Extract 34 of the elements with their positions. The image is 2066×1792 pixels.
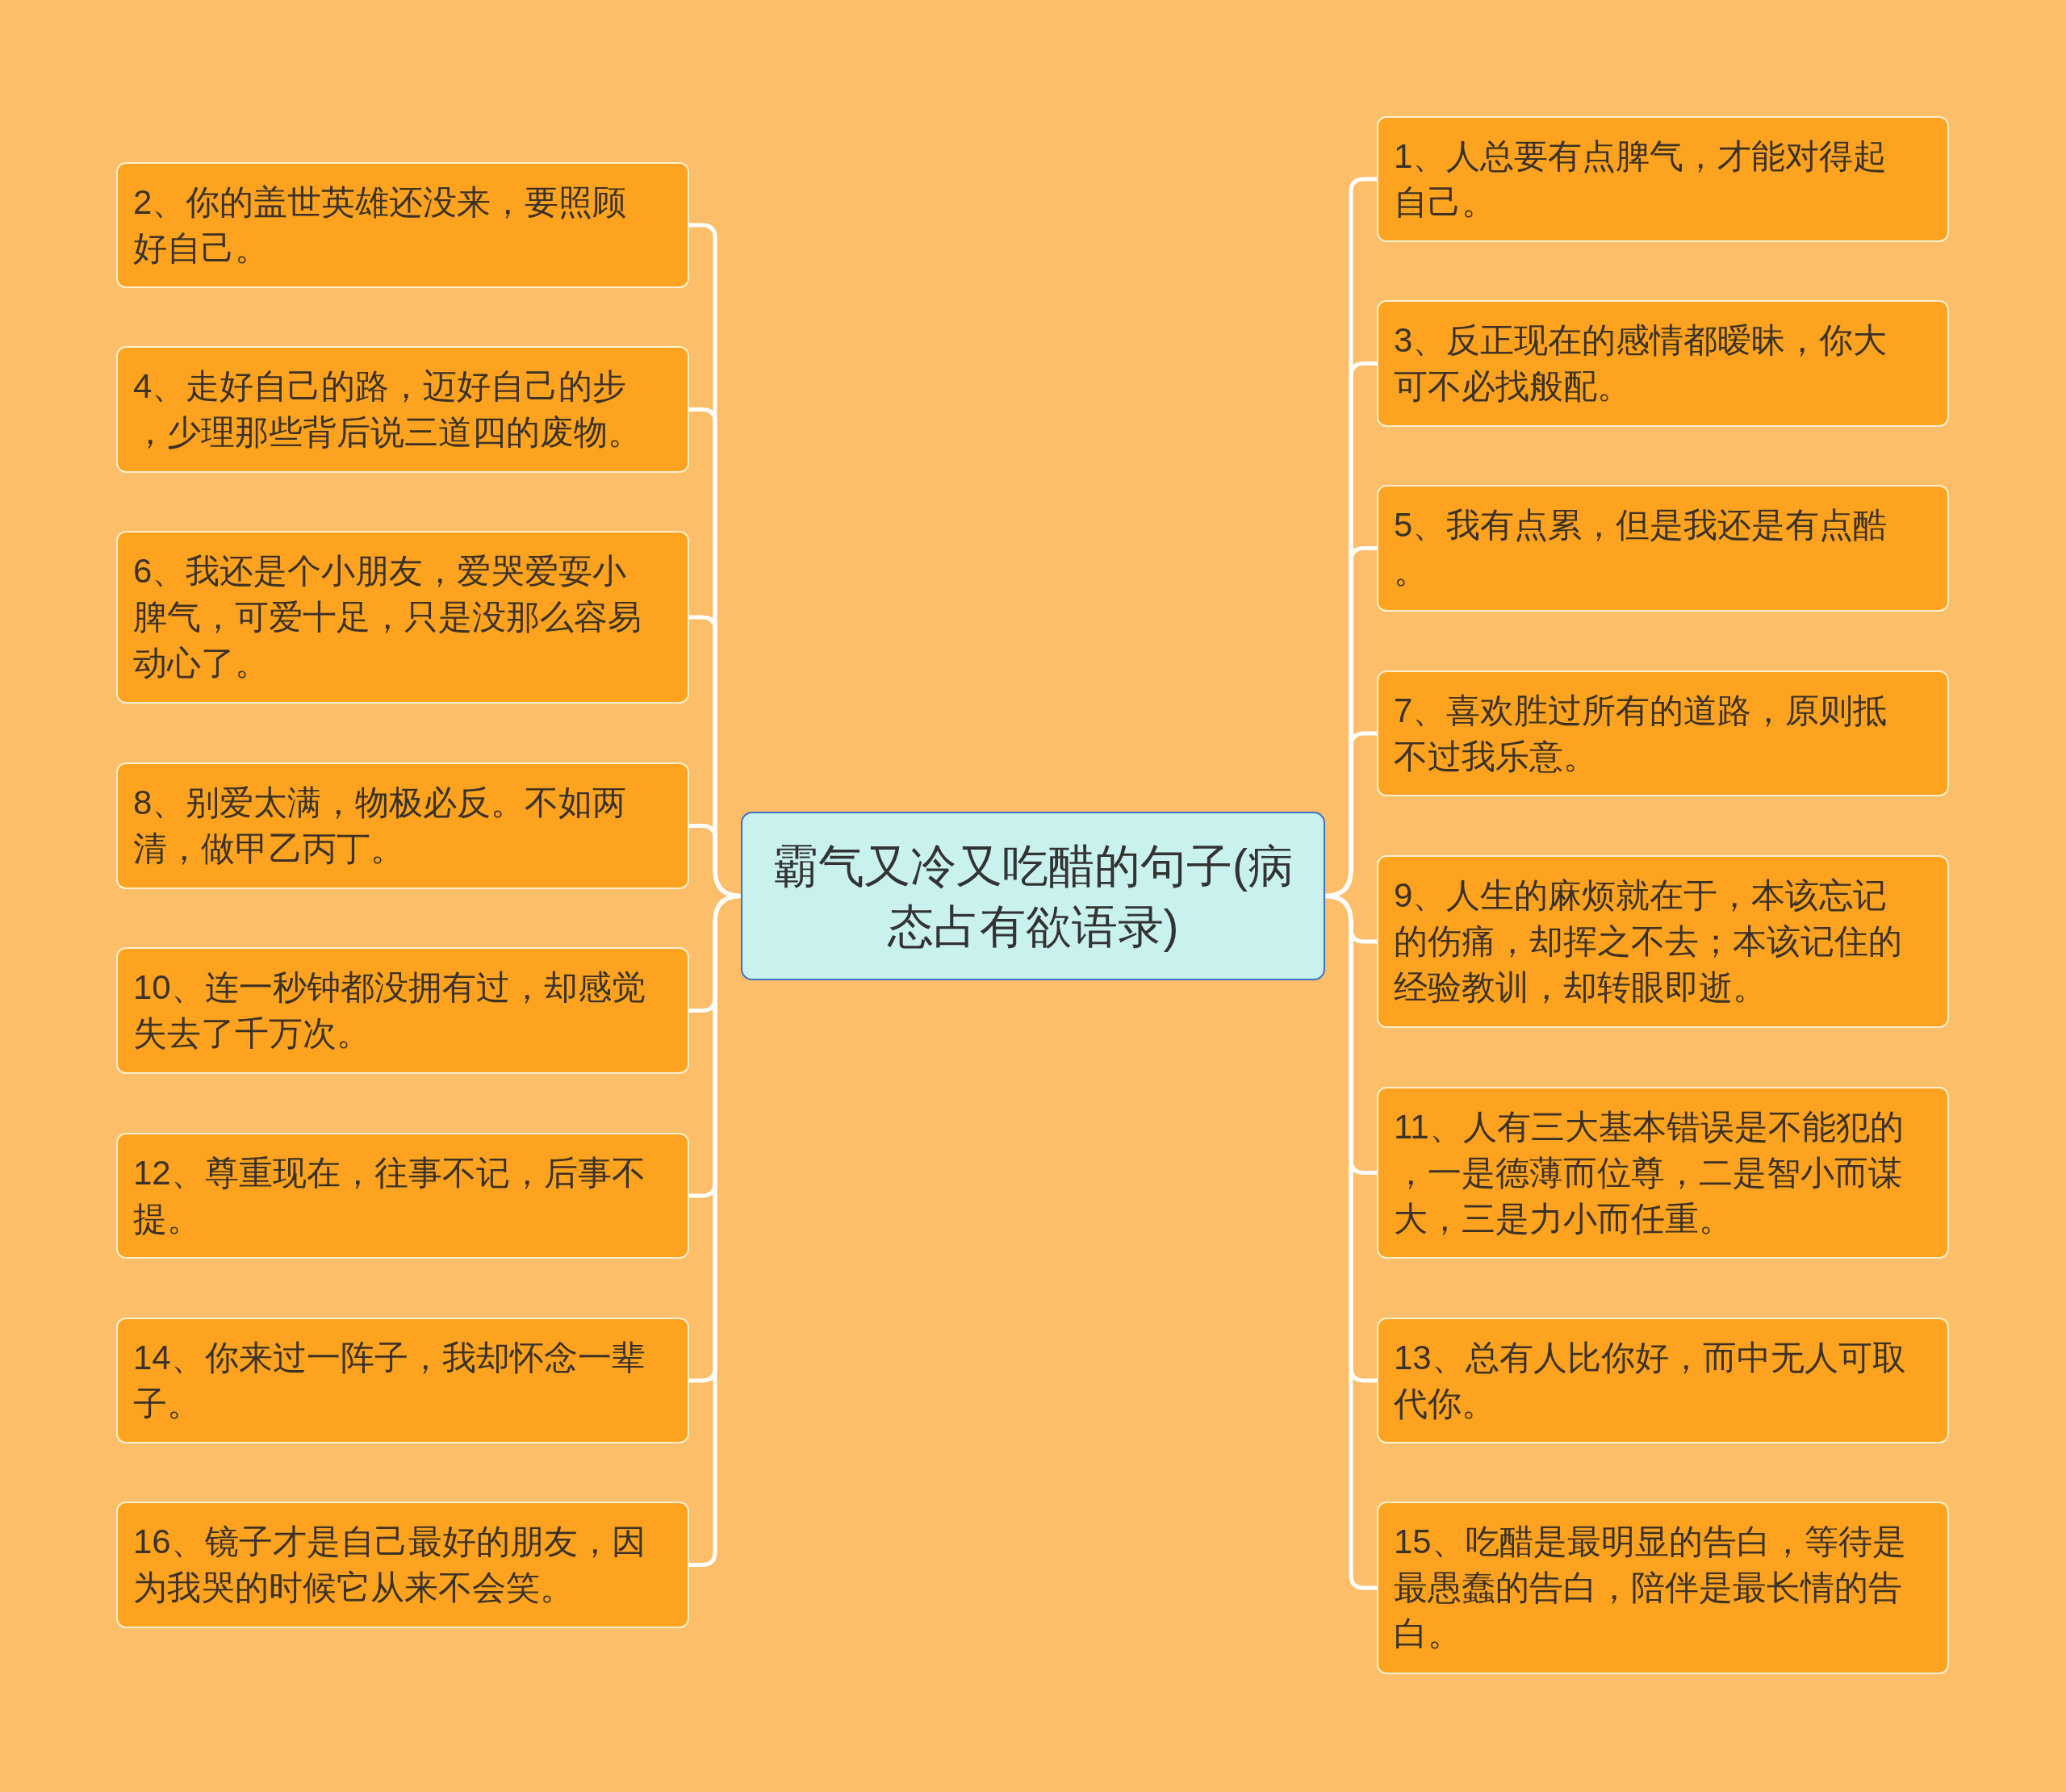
topic-box xyxy=(1377,116,1949,242)
topic-text: 16、镜子才是自己最好的朋友，因为我哭的时候它从来不会笑。 xyxy=(133,1522,646,1608)
topic-text: 6、我还是个小朋友，爱哭爱耍小脾气，可爱十足，只是没那么容易动心了。 xyxy=(133,551,642,683)
topic-box xyxy=(116,162,689,288)
topic-box xyxy=(1377,855,1949,1028)
topic-text: 12、尊重现在，往事不记，后事不提。 xyxy=(133,1153,646,1239)
topic-box xyxy=(1377,1502,1949,1674)
topic-text: 13、总有人比你好，而中无人可取代你。 xyxy=(1394,1338,1907,1424)
topic-box xyxy=(1377,670,1949,796)
topic-box xyxy=(116,1502,689,1628)
topic-box xyxy=(1377,485,1949,612)
central-topic-text: 霸气又冷又吃醋的句子(病态占有欲语录) xyxy=(772,838,1294,954)
topic-box xyxy=(116,1318,689,1443)
topic-text: 3、反正现在的感情都暧昧，你大可不必找般配。 xyxy=(1394,320,1888,407)
topic-text: 14、你来过一阵子，我却怀念一辈子。 xyxy=(133,1338,646,1424)
topic-box xyxy=(116,346,689,473)
topic-box xyxy=(116,762,689,889)
topic-box xyxy=(1377,300,1949,427)
topic-box xyxy=(116,1133,689,1259)
topic-box xyxy=(116,947,689,1074)
central-topic-box xyxy=(741,812,1325,980)
topic-text: 2、你的盖世英雄还没来，要照顾好自己。 xyxy=(133,182,628,269)
topic-text: 10、连一秒钟都没拥有过，却感觉失去了千万次。 xyxy=(133,967,646,1054)
topic-box xyxy=(116,531,689,704)
topic-text: 9、人生的麻烦就在于，本该忘记的伤痛，却挥之不去；本该记住的经验教训，却转眼即逝。 xyxy=(1394,875,1903,1008)
topic-text: 7、喜欢胜过所有的道路，原则抵不过我乐意。 xyxy=(1394,691,1888,777)
topic-text: 1、人总要有点脾气，才能对得起自己。 xyxy=(1394,136,1888,223)
topic-text: 15、吃醋是最明显的告白，等待是最愚蠢的告白，陪伴是最长情的告白。 xyxy=(1394,1522,1907,1654)
topic-text: 11、人有三大基本错误是不能犯的，一是德薄而位尊，二是智小而谋大，三是力小而任重。 xyxy=(1394,1107,1905,1239)
topic-box xyxy=(1377,1318,1949,1443)
topic-text: 4、走好自己的路，迈好自己的步，少理那些背后说三道四的废物。 xyxy=(133,366,642,453)
topic-text: 8、别爱太满，物极必反。不如两清，做甲乙丙丁。 xyxy=(133,783,628,869)
topic-text: 5、我有点累，但是我还是有点酷。 xyxy=(1394,505,1888,591)
topic-box xyxy=(1377,1087,1949,1259)
